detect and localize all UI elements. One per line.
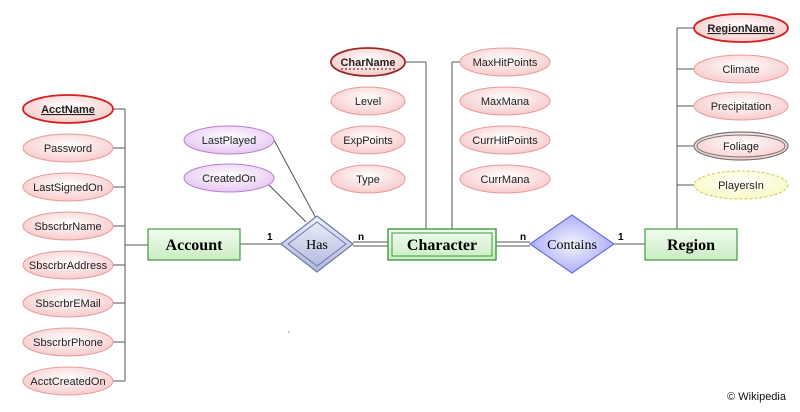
contains-relationship[interactable]: Contains: [528, 214, 616, 274]
attribute-charname[interactable]: CharName: [330, 47, 406, 77]
attribute-precipitation[interactable]: Precipitation: [693, 91, 789, 121]
account-attribute-connector: [112, 108, 148, 382]
attribute-sbscrbraddress[interactable]: SbscrbrAddress: [22, 250, 114, 280]
region-attribute-connector: [676, 27, 695, 229]
has-cardinality-account: 1: [267, 232, 273, 243]
account-attribute-group: AcctNamePasswordLastSignedOnSbscrbrNameS…: [22, 94, 114, 396]
attribute-currmana[interactable]: CurrMana: [459, 164, 551, 194]
attribute-maxhitpoints[interactable]: MaxHitPoints: [459, 47, 551, 77]
attribute-label: Password: [44, 143, 92, 155]
attribute-label: Level: [355, 96, 381, 108]
attribute-level[interactable]: Level: [330, 86, 406, 116]
attribute-acctname[interactable]: AcctName: [22, 94, 114, 124]
attribute-label: SbscrbrAddress: [29, 260, 108, 272]
connector-lines: [112, 27, 695, 382]
attribute-password[interactable]: Password: [22, 133, 114, 163]
credit-text: © Wikipedia: [727, 391, 786, 403]
attribute-label: PlayersIn: [718, 180, 764, 192]
contains-relationship-label: Contains: [547, 238, 597, 253]
attribute-sbscrbrname[interactable]: SbscrbrName: [22, 211, 114, 241]
attribute-label: SbscrbrName: [34, 221, 101, 233]
account-entity[interactable]: Account: [147, 228, 241, 261]
region-entity[interactable]: Region: [644, 228, 738, 261]
attribute-climate[interactable]: Climate: [693, 54, 789, 84]
contains-cardinality-region: 1: [618, 232, 624, 243]
character-entity[interactable]: Character: [387, 228, 497, 261]
attribute-label: CharName: [340, 57, 395, 69]
attribute-playersin[interactable]: PlayersIn: [693, 170, 789, 200]
has-cardinality-character: n: [358, 232, 364, 243]
attribute-lastsignedon[interactable]: LastSignedOn: [22, 172, 114, 202]
has-attribute-connector: [261, 139, 319, 223]
attribute-type[interactable]: Type: [330, 164, 406, 194]
character-right-attribute-connector: [451, 61, 461, 229]
attribute-maxmana[interactable]: MaxMana: [459, 86, 551, 116]
region-attribute-group: RegionNameClimatePrecipitationFoliagePla…: [693, 13, 789, 200]
attribute-label: MaxMana: [481, 96, 530, 108]
attribute-sbscrbremail[interactable]: SbscrbrEMail: [22, 288, 114, 318]
attribute-label: Climate: [722, 64, 759, 76]
attribute-regionname[interactable]: RegionName: [693, 13, 789, 43]
attribute-currhitpoints[interactable]: CurrHitPoints: [459, 125, 551, 155]
region-entity-label: Region: [667, 237, 715, 254]
account-entity-label: Account: [166, 237, 224, 254]
attribute-createdon[interactable]: CreatedOn: [183, 163, 275, 193]
character-contains-connector: [496, 241, 530, 247]
attribute-label: RegionName: [707, 23, 774, 35]
attribute-exppoints[interactable]: ExpPoints: [330, 125, 406, 155]
attribute-label: SbscrbrPhone: [33, 337, 103, 349]
character-entity-label: Character: [407, 237, 477, 254]
attribute-label: LastSignedOn: [33, 182, 103, 194]
stray-dot: [288, 331, 290, 333]
attribute-label: AcctName: [41, 104, 95, 116]
has-relationship-label: Has: [306, 238, 328, 253]
attribute-label: LastPlayed: [202, 135, 256, 147]
attribute-label: Foliage: [723, 141, 759, 153]
attribute-label: Precipitation: [711, 101, 772, 113]
character-left-attribute-connector: [404, 61, 427, 229]
attribute-label: SbscrbrEMail: [35, 298, 100, 310]
attribute-sbscrbrphone[interactable]: SbscrbrPhone: [22, 327, 114, 357]
attribute-label: AcctCreatedOn: [30, 376, 105, 388]
attribute-foliage[interactable]: Foliage: [693, 131, 789, 161]
attribute-label: Type: [356, 174, 380, 186]
attribute-lastplayed[interactable]: LastPlayed: [183, 125, 275, 155]
contains-cardinality-character: n: [520, 232, 526, 243]
attribute-acctcreatedon[interactable]: AcctCreatedOn: [22, 366, 114, 396]
has-relationship[interactable]: Has: [280, 215, 354, 273]
attribute-label: CurrMana: [481, 174, 531, 186]
attribute-label: CurrHitPoints: [472, 135, 538, 147]
attribute-label: MaxHitPoints: [473, 57, 538, 69]
attribute-label: CreatedOn: [202, 173, 256, 185]
attribute-label: ExpPoints: [343, 135, 393, 147]
has-character-connector: [353, 241, 388, 247]
